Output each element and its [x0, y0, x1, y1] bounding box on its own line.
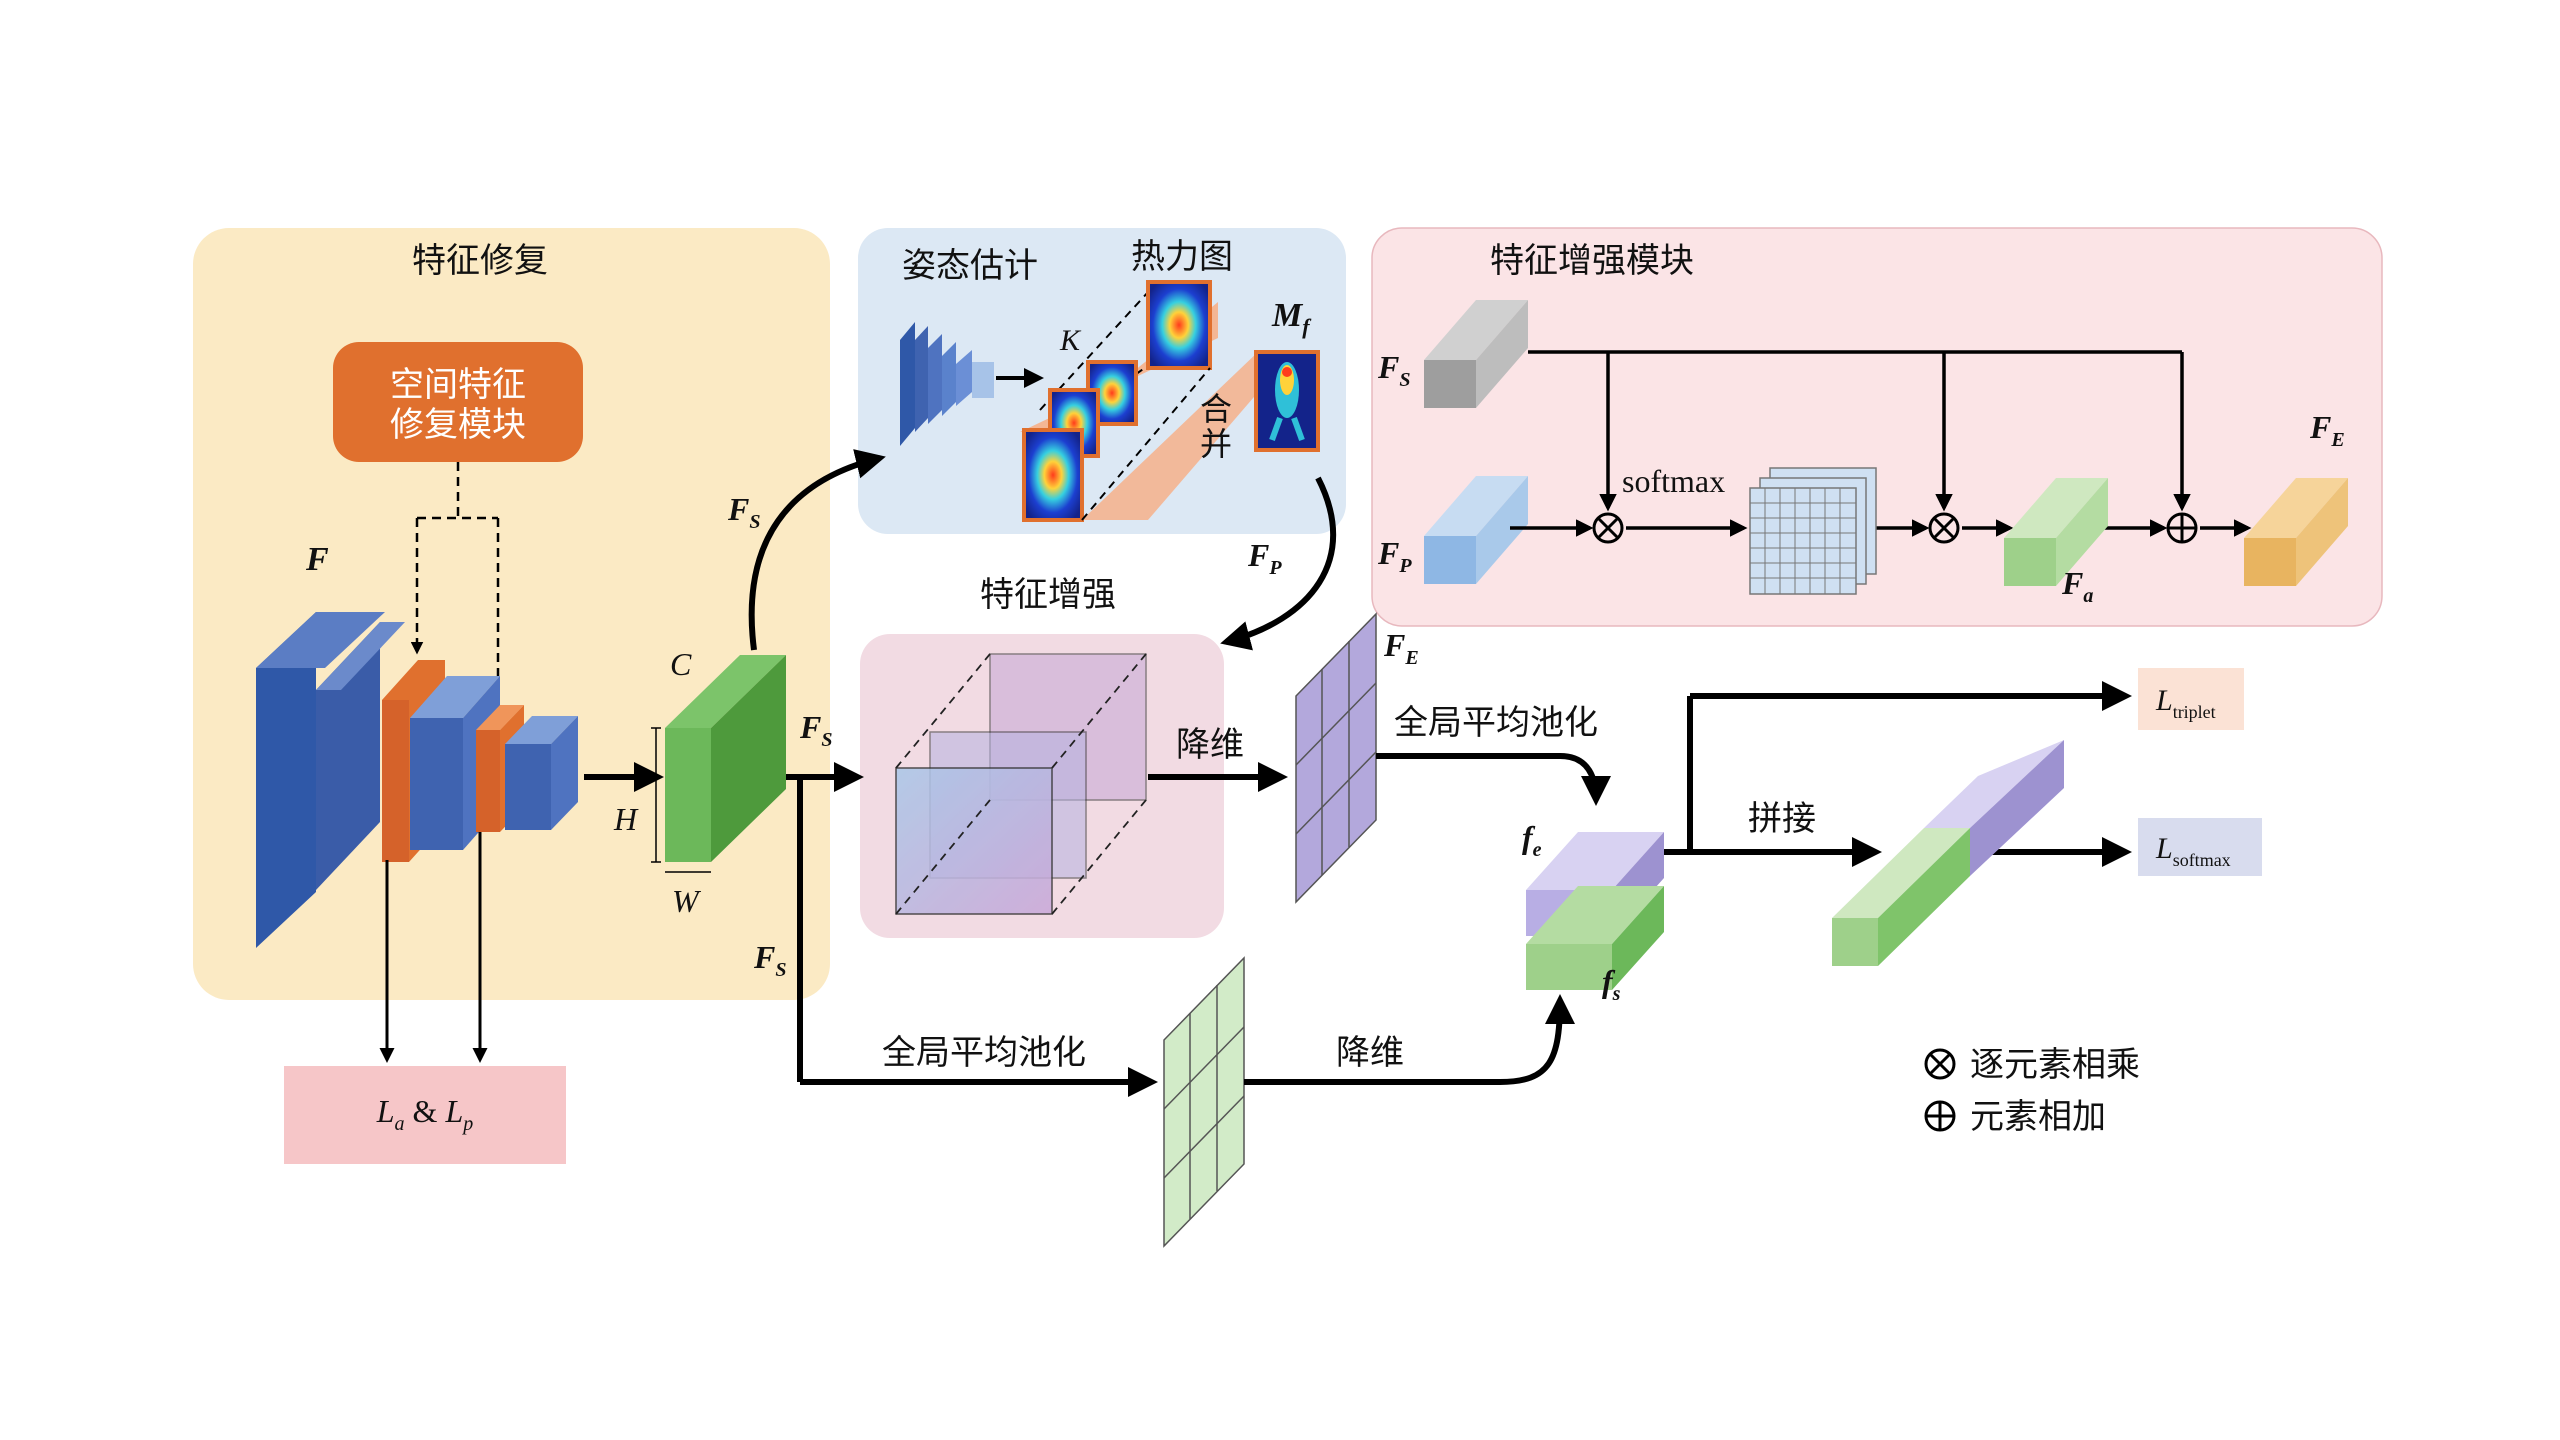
reduce-label-1: 降维: [1176, 725, 1244, 765]
arrow-FS-to-pose: [748, 449, 886, 651]
label-Mf: Mf: [1271, 297, 1312, 339]
label-fs: fs: [1602, 963, 1621, 1005]
spatial-repair-module: 空间特征 修复模块: [333, 342, 583, 462]
label-FS-up: FS: [727, 491, 760, 533]
output-connections: [1664, 681, 2132, 867]
concat-bar: [1832, 740, 2064, 966]
feature-map-F: [256, 612, 385, 948]
svg-text:Lsoftmax: Lsoftmax: [2155, 832, 2231, 870]
svg-text:La & Lp: La & Lp: [376, 1093, 473, 1135]
concat-label: 拼接: [1748, 799, 1816, 839]
legend-multiply-label: 逐元素相乘: [1970, 1045, 2140, 1085]
FE-grid: [1295, 612, 1377, 904]
label-W: W: [672, 883, 702, 919]
label-H: H: [613, 801, 639, 837]
label-FS-down: FS: [753, 939, 786, 981]
legend-multiply-icon: [1924, 1048, 1956, 1080]
module-label-FE: FE: [2309, 409, 2345, 451]
heatmap-stack: [1020, 280, 1260, 522]
module-FS-bar: [1424, 300, 1528, 408]
module-label-Fa: Fa: [2061, 565, 2093, 607]
gap-label-1: 全局平均池化: [1394, 703, 1598, 743]
label-F: F: [305, 541, 329, 578]
module-label-FS: FS: [1377, 349, 1410, 391]
label-fe: fe: [1522, 819, 1542, 861]
module-FP-bar: [1424, 476, 1528, 584]
feature-map-FS: C H W: [613, 646, 786, 919]
dashed-connectors: [410, 462, 505, 718]
merge-line2: 并: [1200, 425, 1232, 463]
add-icon: [2166, 512, 2198, 544]
multiply-icon-2: [1928, 512, 1960, 544]
label-FP: FP: [1247, 537, 1282, 579]
heatmap-title: 热力图: [1131, 237, 1233, 277]
fs-bar: [1526, 886, 1664, 990]
label-FE-grid: FE: [1383, 627, 1419, 669]
merged-heatmap-Mf: [1254, 350, 1320, 452]
svg-text:Ltriplet: Ltriplet: [2155, 684, 2216, 722]
legend-add-icon: [1924, 1100, 1956, 1132]
multiply-icon: [1592, 512, 1624, 544]
FS-branches: [786, 762, 1158, 1097]
enhance-module-panel: 特征增强模块 FS FP: [1371, 227, 2383, 627]
conv-block-3: [505, 716, 578, 830]
legend-add-label: 元素相加: [1970, 1097, 2106, 1137]
module-label-FP: FP: [1377, 535, 1412, 577]
enhance-module-title: 特征增强模块: [1490, 241, 1694, 281]
label-C: C: [670, 646, 692, 682]
feature-repair-panel: 特征修复 空间特征 修复模块: [193, 228, 830, 1000]
label-FS-right: FS: [799, 709, 832, 751]
module-FE-bar: [2244, 478, 2348, 586]
loss-La-Lp: La & Lp: [284, 1066, 566, 1164]
arrow-gap-1: [1376, 753, 1611, 806]
repair-title: 特征修复: [412, 241, 548, 281]
conv-block-1: [316, 622, 405, 890]
attention-grid: [1749, 467, 1877, 595]
arrow-FP-to-enhance: [1220, 476, 1337, 651]
loss-softmax: Lsoftmax: [2138, 818, 2262, 876]
loss-arrows: [379, 832, 488, 1063]
pose-title: 姿态估计: [902, 246, 1038, 286]
module-connections: [1510, 350, 2252, 537]
loss-triplet: Ltriplet: [2138, 668, 2244, 730]
reduce-label-2: 降维: [1336, 1033, 1404, 1073]
gap-label-2: 全局平均池化: [882, 1033, 1086, 1073]
arrow-reduce-2: [1244, 994, 1575, 1085]
enhance-title: 特征增强: [980, 575, 1116, 615]
enhance-cube: [895, 653, 1147, 915]
softmax-label: softmax: [1622, 463, 1725, 499]
module-Fa-bar: [2004, 478, 2108, 586]
repair-module-line1: 空间特征: [390, 365, 526, 405]
pose-estimation-panel: 姿态估计 热力图 K 合 并: [858, 228, 1346, 534]
pose-network: [900, 322, 994, 446]
legend: 逐元素相乘 元素相加: [1924, 1045, 2140, 1137]
repair-module-line2: 修复模块: [390, 405, 526, 445]
feature-enhance-panel: 特征增强: [860, 575, 1224, 938]
merge-line1: 合: [1200, 390, 1232, 428]
FS-grid: [1163, 956, 1245, 1248]
label-K: K: [1059, 324, 1082, 357]
